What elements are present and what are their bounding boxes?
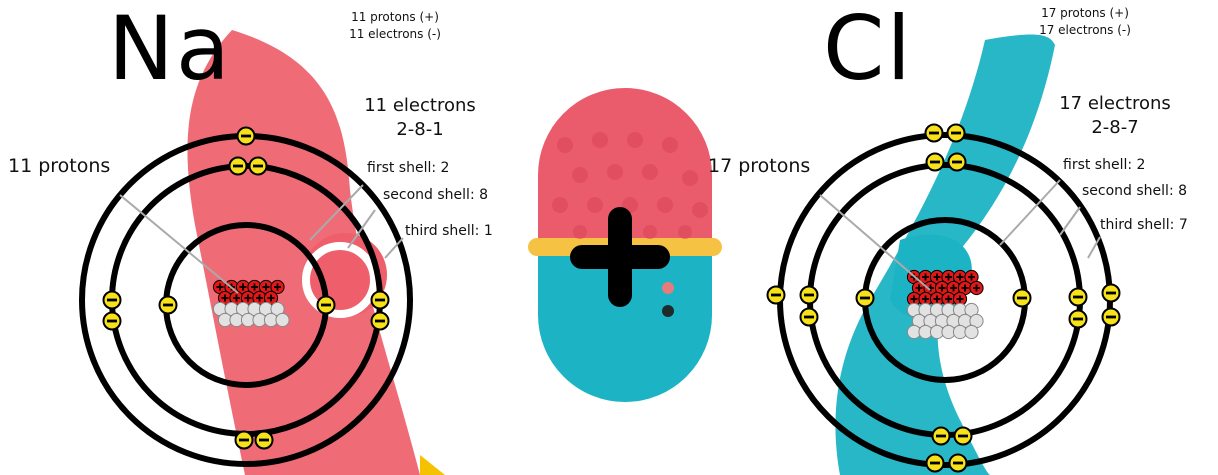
electron	[318, 297, 335, 314]
chlorine-first-shell-label: first shell: 2	[1063, 157, 1145, 173]
sodium-electrons-heading: 11 electrons 2-8-1	[345, 94, 495, 142]
electron	[256, 432, 273, 449]
electron	[372, 313, 389, 330]
electron	[801, 287, 818, 304]
electron	[250, 158, 267, 175]
electron	[1103, 285, 1120, 302]
electron	[1014, 290, 1031, 307]
sodium-first-shell-label: first shell: 2	[367, 160, 449, 176]
sodium-protons-label: 11 protons	[8, 155, 110, 177]
chlorine-protons-note: 17 protons (+)	[1010, 5, 1160, 22]
electron	[927, 154, 944, 171]
electron	[955, 428, 972, 445]
chlorine-second-shell-label: second shell: 8	[1082, 183, 1187, 199]
chlorine-third-shell-label: third shell: 7	[1100, 217, 1188, 233]
chlorine-electrons-title: 17 electrons	[1040, 92, 1190, 116]
sodium-third-shell-label: third shell: 1	[405, 223, 493, 239]
sodium-symbol: Na	[108, 5, 232, 93]
sodium-second-shell-label: second shell: 8	[383, 187, 488, 203]
electron	[236, 432, 253, 449]
chlorine-symbol: Cl	[823, 5, 913, 93]
electron	[1070, 289, 1087, 306]
sodium-electrons-note: 11 electrons (-)	[320, 26, 470, 43]
chlorine-protons-label: 17 protons	[708, 155, 810, 177]
chlorine-electrons-note: 17 electrons (-)	[1010, 22, 1160, 39]
sodium-electrons-title: 11 electrons	[345, 94, 495, 118]
electron	[857, 290, 874, 307]
electron	[949, 154, 966, 171]
electron	[926, 125, 943, 142]
electron	[950, 455, 967, 472]
neutron	[276, 313, 289, 326]
electron	[933, 428, 950, 445]
sodium-configuration: 2-8-1	[345, 118, 495, 142]
electron	[801, 309, 818, 326]
electron	[230, 158, 247, 175]
electron	[104, 292, 121, 309]
electron	[948, 125, 965, 142]
chlorine-configuration: 2-8-7	[1040, 116, 1190, 140]
electron	[104, 313, 121, 330]
electron	[372, 292, 389, 309]
neutron	[965, 325, 978, 338]
chlorine-note: 17 protons (+) 17 electrons (-)	[1010, 5, 1160, 39]
electron	[927, 455, 944, 472]
sodium-note: 11 protons (+) 11 electrons (-)	[320, 9, 470, 43]
electron	[1103, 309, 1120, 326]
electron	[768, 287, 785, 304]
sodium-protons-note: 11 protons (+)	[320, 9, 470, 26]
proton	[970, 281, 983, 294]
sodium-nucleus	[213, 280, 289, 326]
electron	[238, 128, 255, 145]
electron	[160, 297, 177, 314]
electron	[1070, 311, 1087, 328]
chlorine-electrons-heading: 17 electrons 2-8-7	[1040, 92, 1190, 140]
